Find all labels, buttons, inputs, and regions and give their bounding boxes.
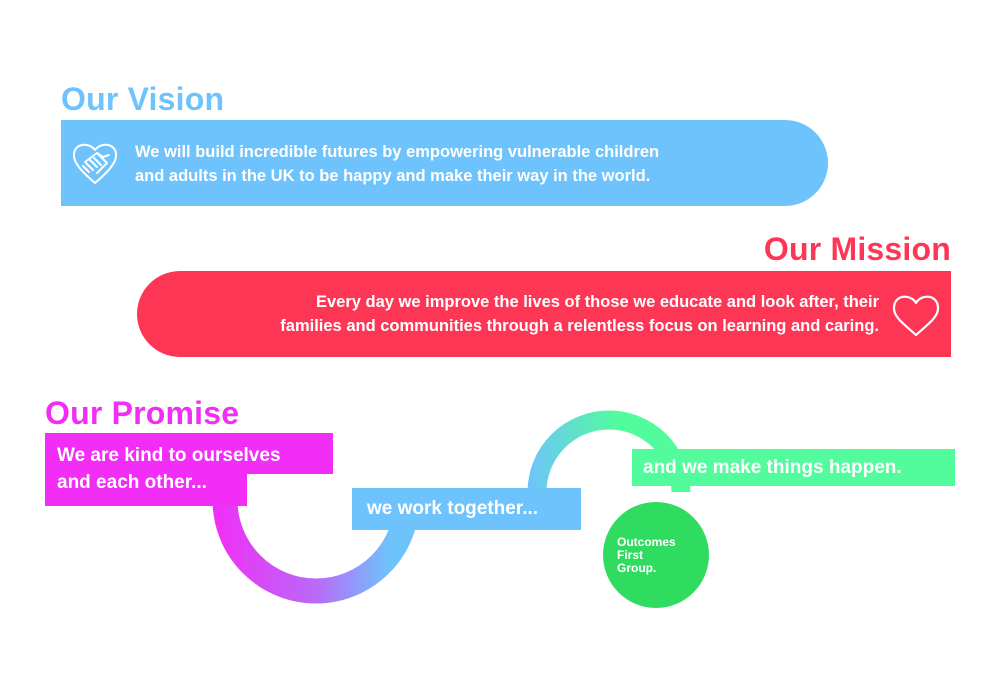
handshake-heart-icon <box>71 140 119 186</box>
promise-happen-box: and we make things happen. <box>632 449 955 486</box>
mission-text-line-2: families and communities through a relen… <box>280 317 879 335</box>
promise-together-box: we work together... <box>352 488 581 530</box>
promise-kind-text: We are kind to ourselves and each other.… <box>57 442 281 496</box>
vision-text-line-1: We will build incredible futures by empo… <box>135 143 660 161</box>
logo-line-3: Group. <box>617 561 657 575</box>
kind-box-bottom <box>45 473 247 506</box>
kind-box-top <box>45 433 333 474</box>
promise-together-text: we work together... <box>367 498 539 519</box>
outcomes-first-group-logo: Outcomes First Group. <box>603 502 709 608</box>
mission-heading: Our Mission <box>763 231 951 267</box>
logo-line-1: Outcomes <box>617 535 676 549</box>
mission-banner: Every day we improve the lives of those … <box>137 271 951 357</box>
logo-line-2: First <box>617 548 644 562</box>
promise-kind-line-1: We are kind to ourselves <box>57 445 281 466</box>
promise-kind-line-2: and each other... <box>57 472 207 493</box>
heart-outline-icon <box>891 293 941 337</box>
vision-banner: We will build incredible futures by empo… <box>61 120 828 206</box>
promise-happen-text: and we make things happen. <box>643 457 902 478</box>
vision-text-line-2: and adults in the UK to be happy and mak… <box>135 167 651 185</box>
mission-text-line-1: Every day we improve the lives of those … <box>315 293 879 311</box>
promise-heading: Our Promise <box>45 395 240 431</box>
vision-heading: Our Vision <box>61 81 225 117</box>
